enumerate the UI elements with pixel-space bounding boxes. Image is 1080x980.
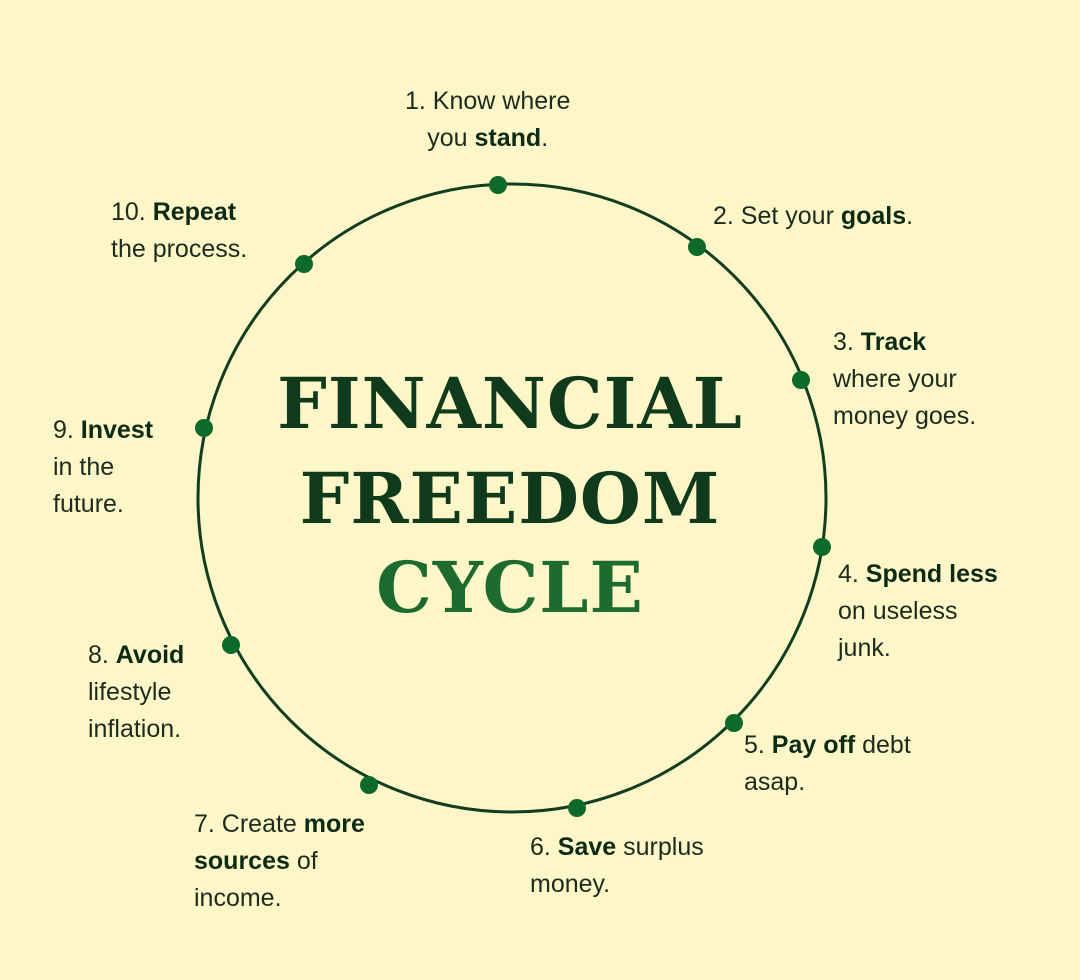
step-8-label: 8. Avoid lifestyle inflation. [88, 637, 184, 748]
step-8-line-2: lifestyle [88, 674, 184, 711]
step-7-line-3: income. [194, 880, 365, 917]
step-1-number: 1. [405, 87, 433, 115]
step-4-number: 4. [838, 560, 866, 588]
step-7-text: sources [194, 847, 290, 875]
step-5-line-1: 5. Pay off debt [744, 727, 911, 764]
step-9-text: in the [53, 453, 115, 481]
step-7-number: 7. [194, 810, 222, 838]
step-6-line-2: money. [530, 866, 704, 903]
step-1-text: stand [474, 124, 542, 152]
step-9-line-1: 9. Invest [53, 412, 153, 449]
step-4-text: on useless [838, 597, 958, 625]
node-step-8 [222, 636, 240, 654]
step-3-line-3: money goes. [833, 398, 976, 435]
step-7-text: income. [194, 884, 282, 912]
step-10-line-2: the process. [111, 231, 247, 268]
node-step-7 [360, 776, 378, 794]
step-5-text: Pay off [771, 731, 856, 759]
step-8-text: inflation. [88, 715, 182, 743]
step-10-label: 10. Repeat the process. [111, 194, 247, 268]
step-4-line-1: 4. Spend less [838, 556, 998, 593]
node-step-5 [725, 714, 743, 732]
step-8-text: Avoid [115, 641, 185, 669]
title-line-freedom: FREEDOM [299, 457, 721, 540]
step-6-text: money. [530, 870, 611, 898]
step-2-number: 2. [713, 202, 741, 230]
step-3-number: 3. [833, 328, 861, 356]
step-1-text: Know where [432, 87, 571, 115]
step-3-text: where your [833, 365, 957, 393]
step-2-text: . [906, 202, 914, 230]
step-2-text: Set your [740, 202, 841, 230]
step-3-line-1: 3. Track [833, 324, 976, 361]
step-1-line-2: you stand. [405, 120, 570, 157]
node-step-3 [792, 371, 810, 389]
node-step-1 [489, 176, 507, 194]
step-5-text: asap. [744, 768, 806, 796]
step-2-line-1: 2. Set your goals. [713, 198, 913, 235]
step-7-text: Create [221, 810, 304, 838]
step-6-text: surplus [616, 833, 704, 861]
step-6-number: 6. [530, 833, 558, 861]
step-10-text: the process. [111, 235, 248, 263]
step-3-line-2: where your [833, 361, 976, 398]
step-8-line-1: 8. Avoid [88, 637, 184, 674]
step-8-text: lifestyle [88, 678, 172, 706]
step-1-text: you [427, 124, 475, 152]
step-8-number: 8. [88, 641, 116, 669]
step-9-label: 9. Invest in the future. [53, 412, 153, 523]
step-3-label: 3. Track where your money goes. [833, 324, 976, 435]
step-7-text: of [289, 847, 318, 875]
node-step-6 [568, 799, 586, 817]
step-5-line-2: asap. [744, 764, 911, 801]
step-4-label: 4. Spend less on useless junk. [838, 556, 998, 667]
step-4-text: Spend less [865, 560, 998, 588]
step-9-number: 9. [53, 416, 81, 444]
node-step-2 [688, 238, 706, 256]
title-line-financial: FINANCIAL [277, 362, 743, 445]
node-step-4 [813, 538, 831, 556]
step-4-line-3: junk. [838, 630, 998, 667]
step-5-text: debt [855, 731, 911, 759]
step-6-line-1: 6. Save surplus [530, 829, 704, 866]
step-8-line-3: inflation. [88, 711, 184, 748]
step-5-number: 5. [744, 731, 772, 759]
step-10-line-1: 10. Repeat [111, 194, 247, 231]
step-7-line-1: 7. Create more [194, 806, 365, 843]
step-3-text: Track [860, 328, 927, 356]
step-10-text: Repeat [152, 198, 237, 226]
node-step-10 [295, 255, 313, 273]
step-9-text: Invest [80, 416, 154, 444]
step-7-line-2: sources of [194, 843, 365, 880]
step-9-line-3: future. [53, 486, 153, 523]
cycle-circle [196, 182, 828, 814]
step-10-number: 10. [111, 198, 153, 226]
step-4-line-2: on useless [838, 593, 998, 630]
step-2-label: 2. Set your goals. [713, 198, 913, 235]
step-1-text: . [541, 124, 549, 152]
step-1-line-1: 1. Know where [405, 83, 570, 120]
step-6-text: Save [557, 833, 617, 861]
node-step-9 [195, 419, 213, 437]
step-9-line-2: in the [53, 449, 153, 486]
step-7-text: more [303, 810, 365, 838]
step-2-text: goals [840, 202, 907, 230]
title-line-cycle: CYCLE [376, 546, 644, 629]
step-9-text: future. [53, 490, 124, 518]
step-4-text: junk. [838, 634, 891, 662]
step-3-text: money goes. [833, 402, 977, 430]
step-5-label: 5. Pay off debt asap. [744, 727, 911, 801]
